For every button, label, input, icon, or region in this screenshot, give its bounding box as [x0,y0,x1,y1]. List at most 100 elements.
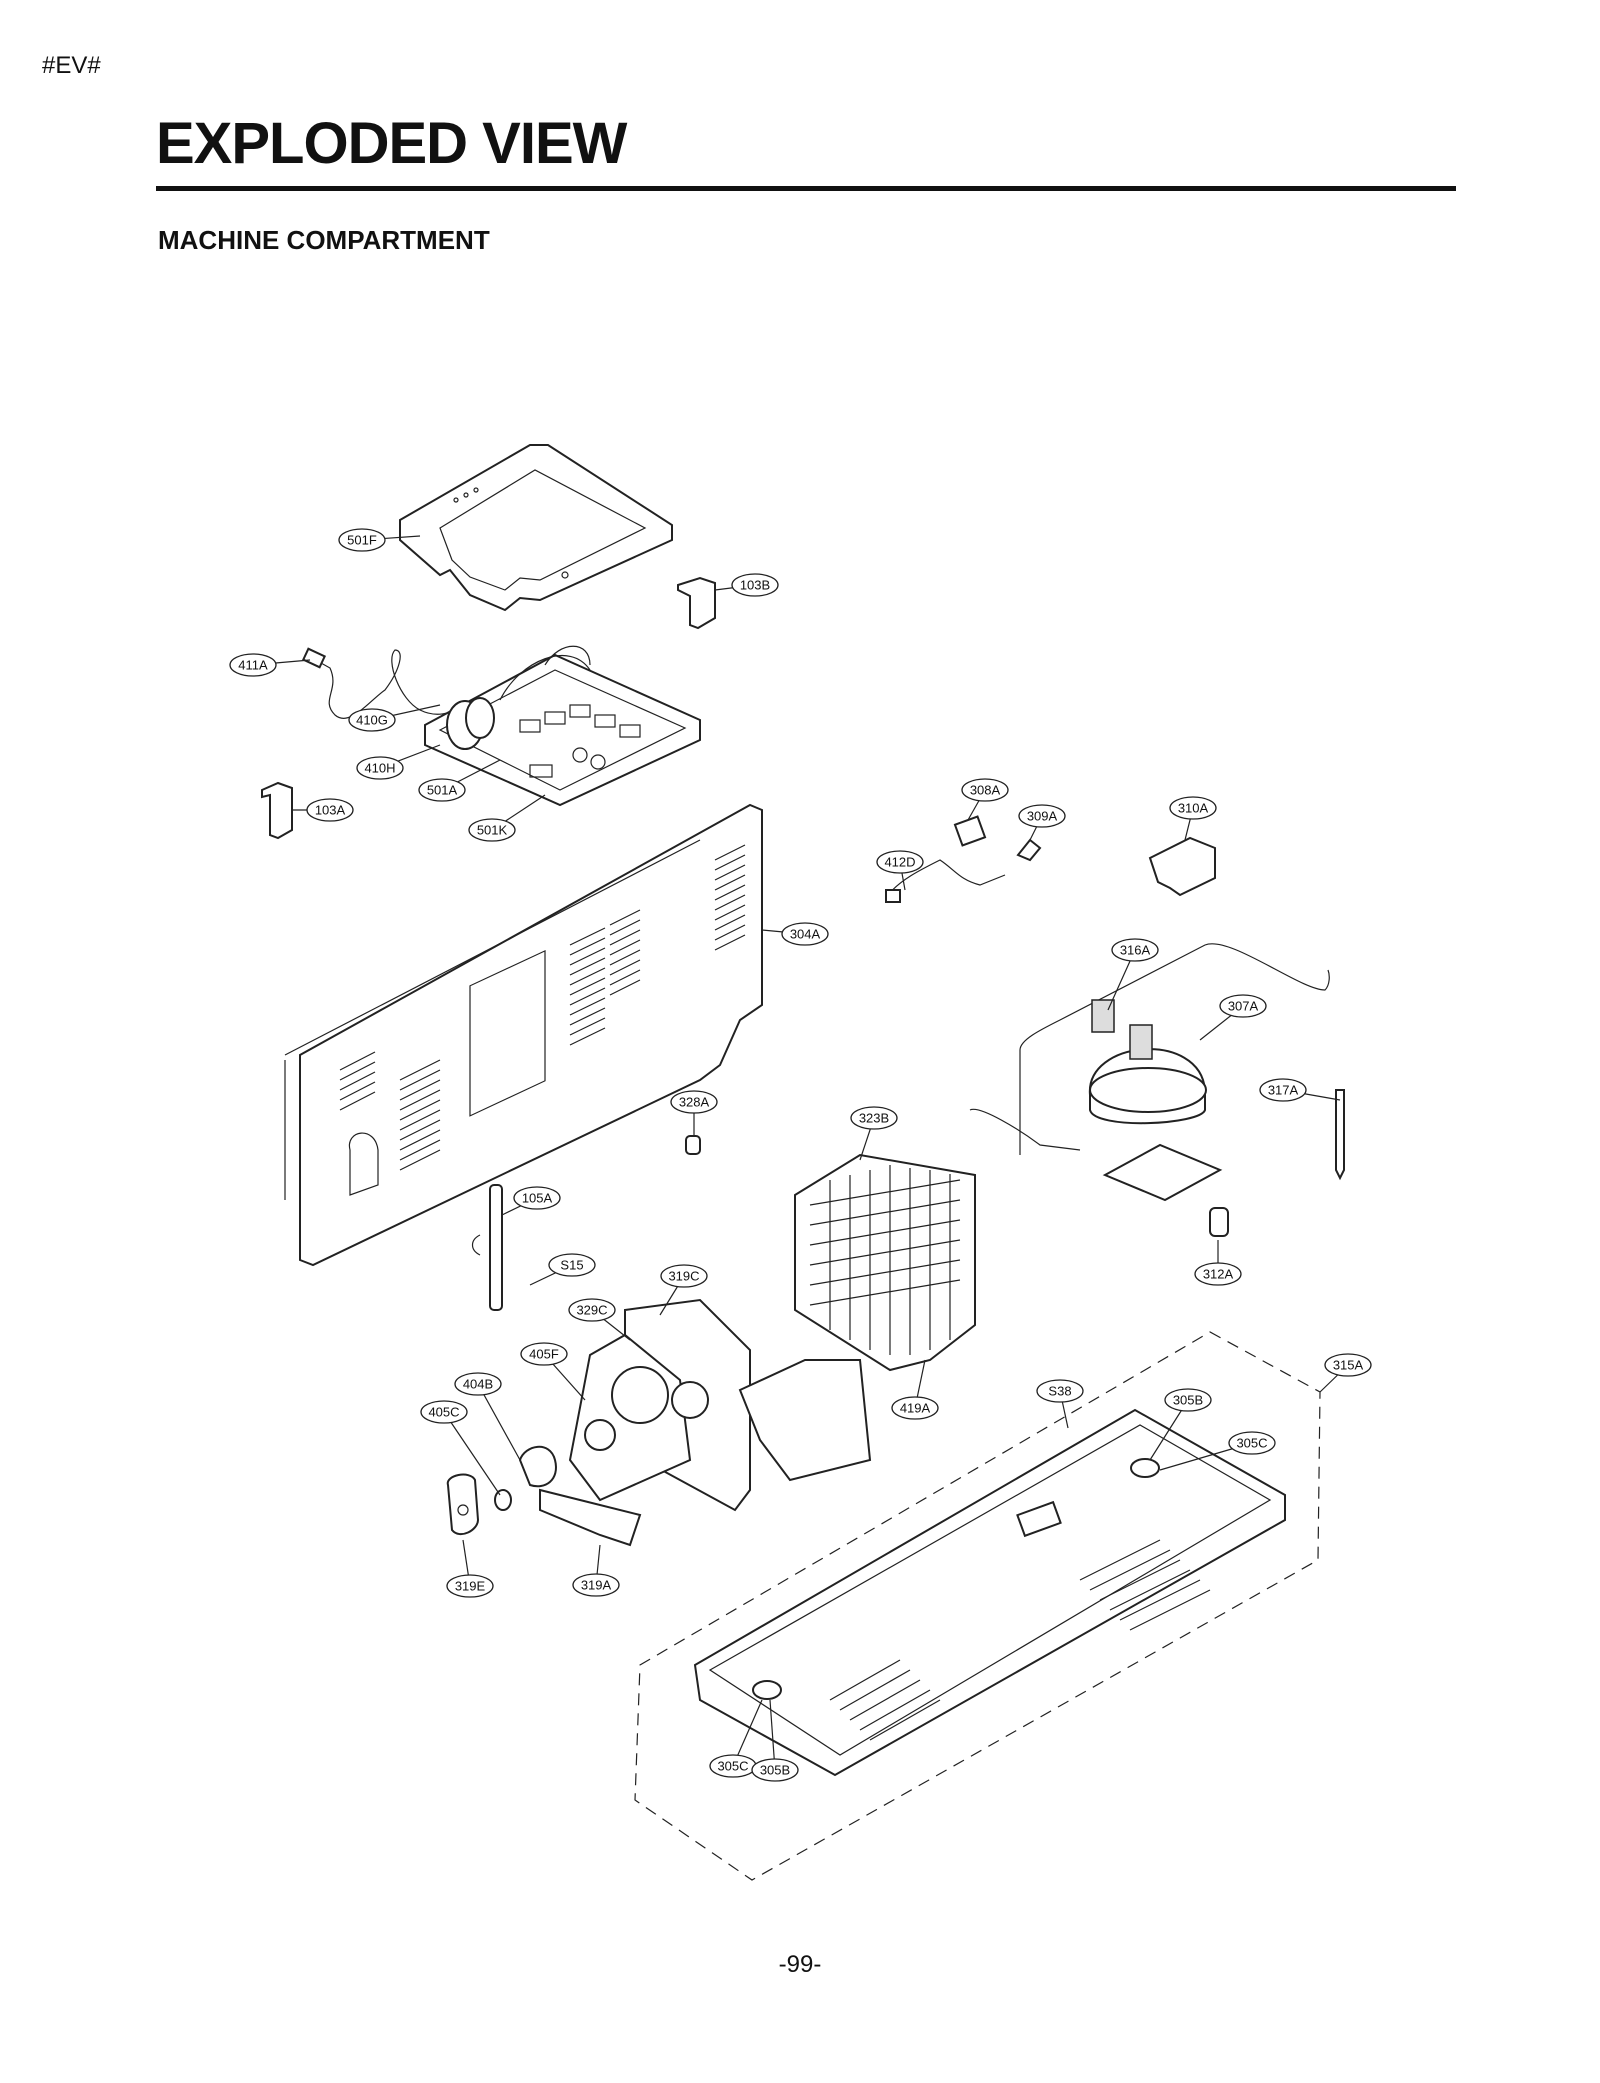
part-304A-back-panel [284,803,763,1267]
callout-label: 105A [522,1191,553,1206]
callout-ellipse [513,1186,561,1210]
part-412D-wire-harness [885,815,1042,903]
callout-312a: 312A [1194,1240,1242,1286]
callout-ellipse [356,756,404,780]
callout-label: 310A [1178,801,1209,816]
callout-label: 410G [356,713,388,728]
callout-s15: S15 [529,1253,596,1286]
callout-ellipse [520,1342,568,1366]
callout-label: 319E [455,1579,486,1594]
callout-label: 305B [760,1763,790,1778]
part-411A-power-cord [301,647,471,719]
callout-ellipse [1324,1353,1372,1377]
callout-410h: 410H [356,744,441,780]
callout-ellipse [1018,804,1066,828]
callout-ellipse [1169,796,1217,820]
callout-317a: 317A [1259,1078,1341,1102]
title-underline [156,186,1456,191]
callout-308a: 308A [961,778,1009,821]
callout-label: 328A [679,1095,710,1110]
callout-label: 312A [1203,1267,1234,1282]
callout-305b: 305B [751,1699,799,1782]
callout-307a: 307A [1199,994,1267,1041]
part-319E-cover [446,1473,480,1536]
part-317A-sensor [1335,1089,1345,1181]
callout-ellipse [348,708,396,732]
callout-304a: 304A [761,922,829,946]
page-title: EXPLODED VIEW [156,111,627,176]
callout-316a: 316A [1107,938,1159,1011]
callout-leader-line [769,1699,776,1771]
callout-label: 304A [790,927,821,942]
callout-ellipse [1228,1431,1276,1455]
callout-leader-line [443,1411,501,1496]
callout-ellipse [876,850,924,874]
callout-405f: 405F [520,1342,586,1401]
callout-ellipse [850,1106,898,1130]
part-405C-washer [494,1489,512,1511]
callout-ellipse [229,653,277,677]
callout-105a: 105A [501,1186,561,1216]
callout-label: 501K [477,823,508,838]
callout-ellipse [1164,1388,1212,1412]
callout-315a: 315A [1319,1353,1372,1393]
callout-ellipse [338,528,386,552]
callout-ellipse [548,1253,596,1277]
callout-ellipse [961,778,1009,802]
callout-label: 411A [238,658,268,673]
callout-label: S38 [1048,1384,1071,1399]
callout-319a: 319A [572,1544,620,1597]
callout-ellipse [891,1396,939,1420]
callout-501k: 501K [468,794,546,842]
callout-405c: 405C [420,1400,501,1496]
callout-label: 316A [1120,943,1151,958]
callout-label: 319A [581,1578,612,1593]
callout-label: 305B [1173,1393,1203,1408]
callout-310a: 310A [1169,796,1217,841]
part-501F-cover [399,444,673,612]
part-control-box-assembly [424,645,701,807]
callout-label: 323B [859,1111,889,1126]
callout-label: 317A [1268,1083,1299,1098]
callout-ellipse [568,1298,616,1322]
callout-ellipse [1259,1078,1307,1102]
callout-103b: 103B [714,573,779,597]
part-310A-relay [1148,836,1216,897]
callout-label: S15 [560,1258,583,1273]
callout-410g: 410G [348,704,441,732]
part-328A-cylinder [685,1135,701,1155]
callout-ellipse [1219,994,1267,1018]
callout-label: 315A [1333,1358,1364,1373]
callout-ellipse [420,1400,468,1424]
callout-ellipse [1194,1262,1242,1286]
callout-328a: 328A [670,1090,718,1135]
part-fan-motor-assembly [518,1298,872,1547]
callout-label: 412D [884,855,915,870]
page-number: -99- [778,1951,822,1978]
callout-label: 410H [364,761,395,776]
callout-103a: 103A [292,798,354,822]
callout-501f: 501F [338,528,421,552]
callout-319c: 319C [659,1264,708,1316]
section-subtitle: MACHINE COMPARTMENT [158,225,490,255]
callout-309a: 309A [1018,804,1066,841]
callout-ellipse [572,1573,620,1597]
callout-411a: 411A [229,653,311,677]
callout-419a: 419A [891,1359,939,1420]
callout-label: 103B [740,578,770,593]
callout-323b: 323B [850,1106,898,1161]
callout-s38: S38 [1036,1379,1084,1429]
part-103B-bracket [677,576,716,630]
callout-ellipse [1111,938,1159,962]
callout-404b: 404B [454,1372,521,1461]
part-103A-bracket [261,781,293,840]
part-312A-cap [1209,1207,1229,1237]
callout-label: 404B [463,1377,493,1392]
callout-ellipse [660,1264,708,1288]
callout-label: 309A [1027,809,1058,824]
callout-label: 308A [970,783,1001,798]
part-105A-pipe [471,1184,503,1311]
callout-305b: 305B [1149,1388,1212,1461]
callout-label: 405F [529,1347,559,1362]
